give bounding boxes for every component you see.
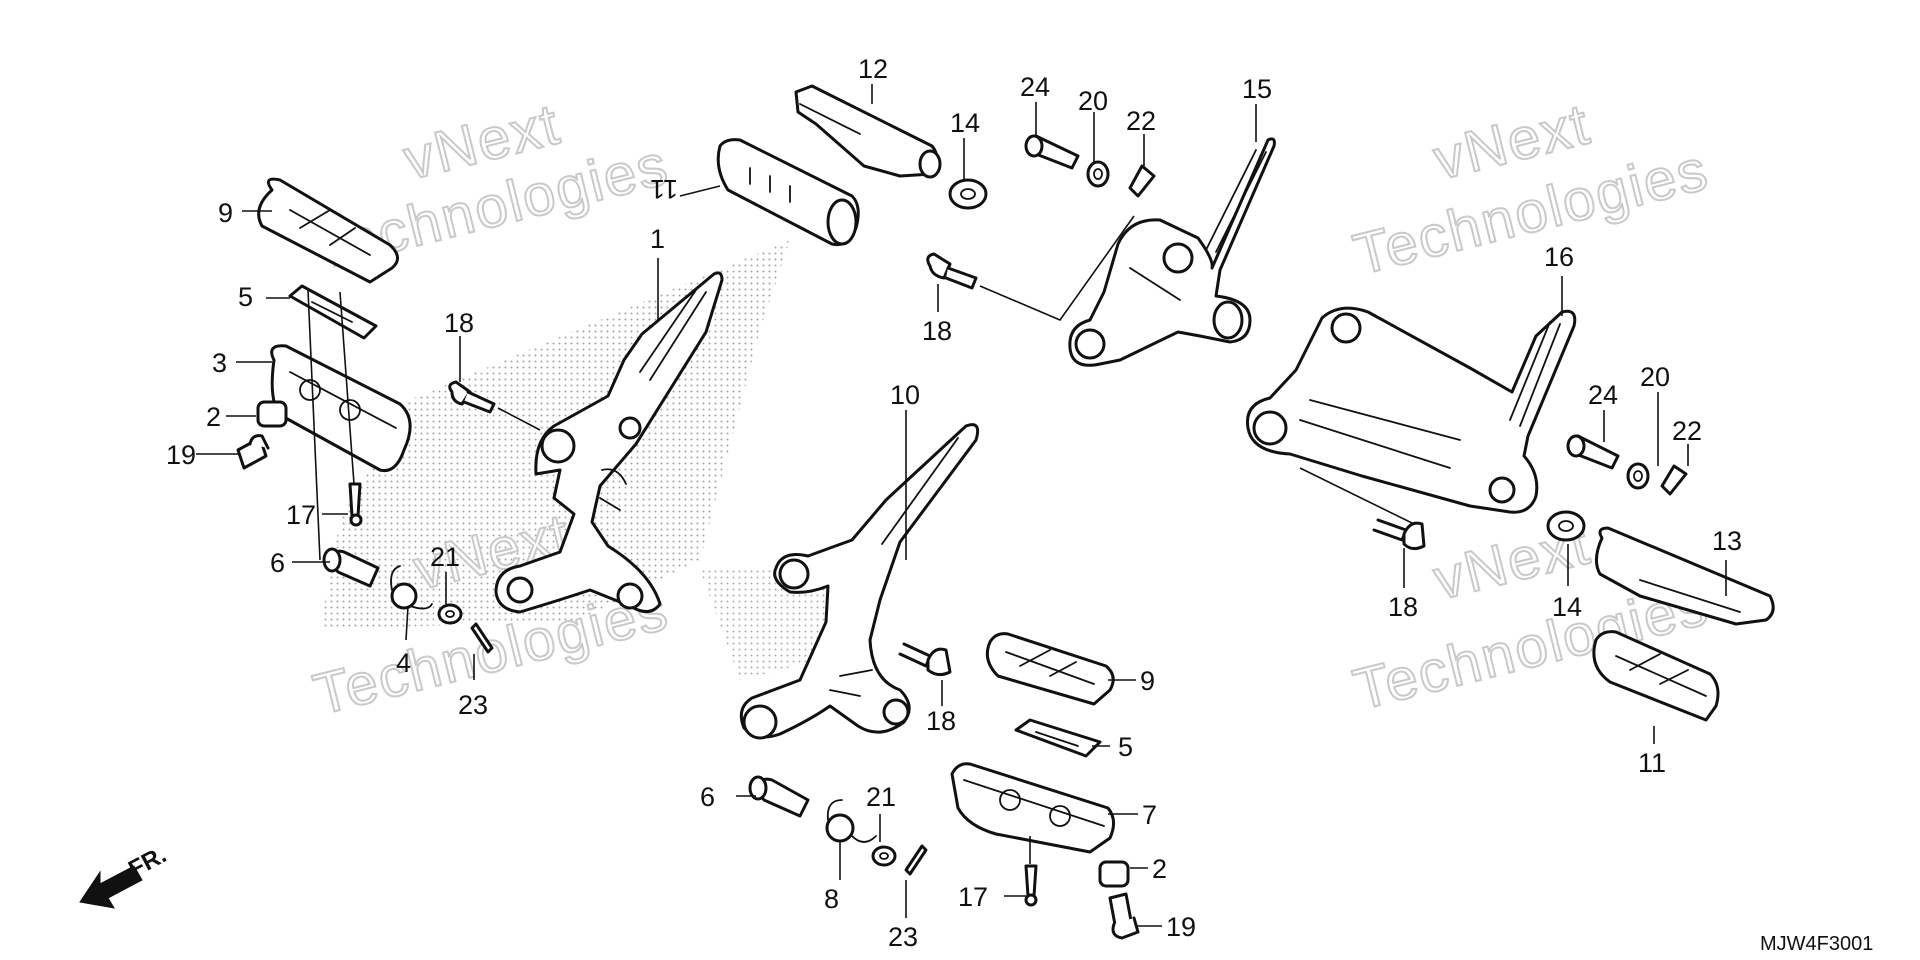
callout-11: 11 [650, 174, 678, 204]
callout-12: 12 [858, 54, 888, 84]
part-24-pin [1566, 434, 1620, 470]
part-22-clip [1660, 464, 1688, 496]
part-6-pivot-bolt [322, 547, 380, 588]
callout-23: 23 [458, 690, 488, 720]
part-21-washer [437, 603, 463, 625]
part-17-pin [1024, 864, 1038, 907]
callout-16: 16 [1544, 242, 1574, 272]
part-4-spring [390, 565, 433, 610]
part-23-cotter-pin [904, 844, 928, 876]
part-20-nut [1086, 160, 1110, 188]
part-24-pin [1024, 134, 1080, 170]
callout-11: 11 [1638, 748, 1666, 778]
callout-18: 18 [922, 316, 952, 346]
part-13-footpeg [1595, 526, 1775, 626]
leader-lines [196, 84, 1727, 927]
callout-22: 22 [1126, 106, 1156, 136]
part-10-bracket [739, 423, 980, 740]
part-19-bolt [236, 434, 270, 470]
callout-7: 7 [1142, 800, 1157, 830]
part-2-bush [1098, 860, 1130, 888]
part-23-cotter-pin [470, 622, 494, 654]
part-5-plate [288, 284, 378, 340]
callout-18: 18 [1388, 592, 1418, 622]
callout-24: 24 [1020, 72, 1050, 102]
callout-5: 5 [1118, 732, 1133, 762]
callout-18: 18 [926, 706, 956, 736]
callout-21: 21 [866, 782, 896, 812]
callout-22: 22 [1672, 416, 1702, 446]
part-2-bush [256, 400, 288, 428]
callout-24: 24 [1588, 380, 1618, 410]
callout-10: 10 [890, 380, 920, 410]
part-3-footpeg [270, 344, 412, 473]
callout-14: 14 [1552, 592, 1582, 622]
callout-1: 1 [650, 224, 665, 254]
part-14-washer [1546, 510, 1586, 542]
part-18-bolt [1372, 518, 1426, 551]
part-21-washer [871, 845, 897, 867]
arrow-icon [79, 865, 143, 909]
callout-4: 4 [396, 648, 411, 678]
callout-14: 14 [950, 108, 980, 138]
part-18-bolt [448, 380, 496, 414]
part-18-bolt [926, 252, 978, 290]
part-12-footpeg [794, 84, 942, 179]
part-6-pivot-bolt [748, 775, 810, 818]
callout-20: 20 [1078, 86, 1108, 116]
part-5-plate [1014, 718, 1102, 758]
callout-15: 15 [1242, 74, 1272, 104]
callout-23: 23 [888, 922, 918, 952]
part-19-bolt [1108, 892, 1140, 940]
callout-9: 9 [218, 198, 233, 228]
part-7-footpeg [950, 762, 1115, 854]
part-15-bracket [1068, 137, 1276, 367]
callout-9: 9 [1140, 666, 1155, 696]
callout-21: 21 [430, 542, 460, 572]
part-14-washer [948, 178, 988, 210]
callout-19: 19 [1166, 912, 1196, 942]
front-direction-marker: FR. [79, 841, 171, 909]
diagram-code: MJW4F3001 [1760, 933, 1873, 955]
callout-17: 17 [958, 882, 988, 912]
callout-19: 19 [166, 440, 196, 470]
callout-18: 18 [444, 308, 474, 338]
callout-17: 17 [286, 500, 316, 530]
callout-13: 13 [1712, 526, 1742, 556]
callout-3: 3 [212, 348, 227, 378]
part-18-bolt [898, 642, 952, 677]
callout-6: 6 [700, 782, 715, 812]
callout-labels: 1 2 3 4 5 6 9 11 12 14 15 17 18 18 19 20… [166, 54, 1742, 952]
callout-6: 6 [270, 548, 285, 578]
part-16-bracket [1245, 306, 1577, 514]
part-1-bracket [494, 271, 724, 614]
callout-20: 20 [1640, 362, 1670, 392]
callout-8: 8 [824, 884, 839, 914]
part-8-spring [825, 799, 877, 843]
part-22-clip [1128, 164, 1156, 198]
callout-2: 2 [1152, 854, 1167, 884]
part-9-footpeg-rubber [985, 632, 1115, 706]
part-20-nut [1626, 462, 1650, 490]
part-11-footpeg-rubber [1592, 630, 1720, 722]
callout-5: 5 [238, 282, 253, 312]
part-17-pin [348, 482, 363, 527]
part-11-footpeg-rubber [716, 138, 860, 247]
callout-2: 2 [206, 402, 221, 432]
